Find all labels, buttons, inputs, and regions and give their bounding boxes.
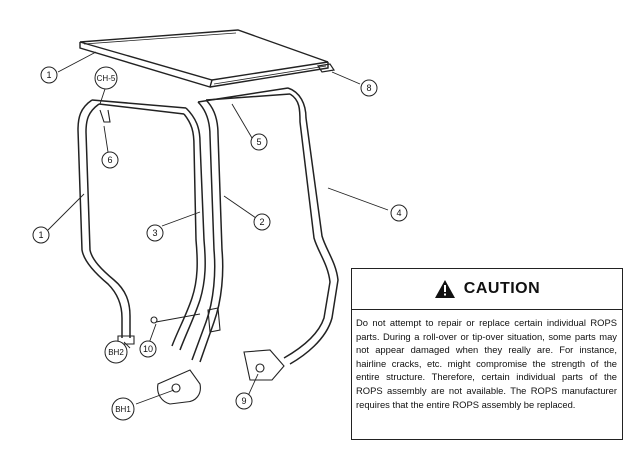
callout-ch5: CH-5 [94, 66, 118, 90]
rear-frame-left [77, 99, 187, 338]
roof-bracket [316, 63, 336, 73]
callout-bh2: BH2 [104, 340, 128, 364]
svg-text:BH2: BH2 [108, 348, 124, 357]
svg-text:9: 9 [241, 396, 246, 406]
caution-title: CAUTION [463, 280, 541, 297]
warning-triangle-icon [434, 280, 455, 298]
callout-4: 4 [390, 204, 408, 222]
callout-8: 8 [360, 79, 378, 97]
svg-text:6: 6 [107, 155, 112, 165]
svg-text:10: 10 [143, 344, 153, 354]
callout-1-left: 1 [32, 226, 50, 244]
callout-2: 2 [253, 213, 271, 231]
front-frame-right [283, 87, 339, 365]
svg-text:2: 2 [259, 217, 264, 227]
caution-body: Do not attempt to repair or replace cert… [356, 317, 617, 410]
caution-box: CAUTION Do not attempt to repair or repl… [351, 268, 623, 440]
callout-9: 9 [235, 392, 253, 410]
frame-details [99, 109, 285, 405]
front-frame-center [191, 87, 291, 363]
callout-6: 6 [101, 151, 119, 169]
rear-frame-right [171, 107, 206, 351]
callout-bh1: BH1 [111, 397, 135, 421]
callout-10: 10 [139, 340, 157, 358]
callout-3: 3 [146, 224, 164, 242]
svg-text:8: 8 [366, 83, 371, 93]
svg-text:3: 3 [152, 228, 157, 238]
callout-5: 5 [250, 133, 268, 151]
svg-text:BH1: BH1 [115, 405, 131, 414]
svg-text:1: 1 [46, 70, 51, 80]
caution-header: CAUTION [352, 269, 622, 310]
svg-text:5: 5 [256, 137, 261, 147]
svg-text:1: 1 [38, 230, 43, 240]
canopy-roof [79, 29, 329, 88]
callout-1-top: 1 [40, 66, 58, 84]
svg-text:CH-5: CH-5 [97, 74, 116, 83]
svg-text:4: 4 [396, 208, 401, 218]
